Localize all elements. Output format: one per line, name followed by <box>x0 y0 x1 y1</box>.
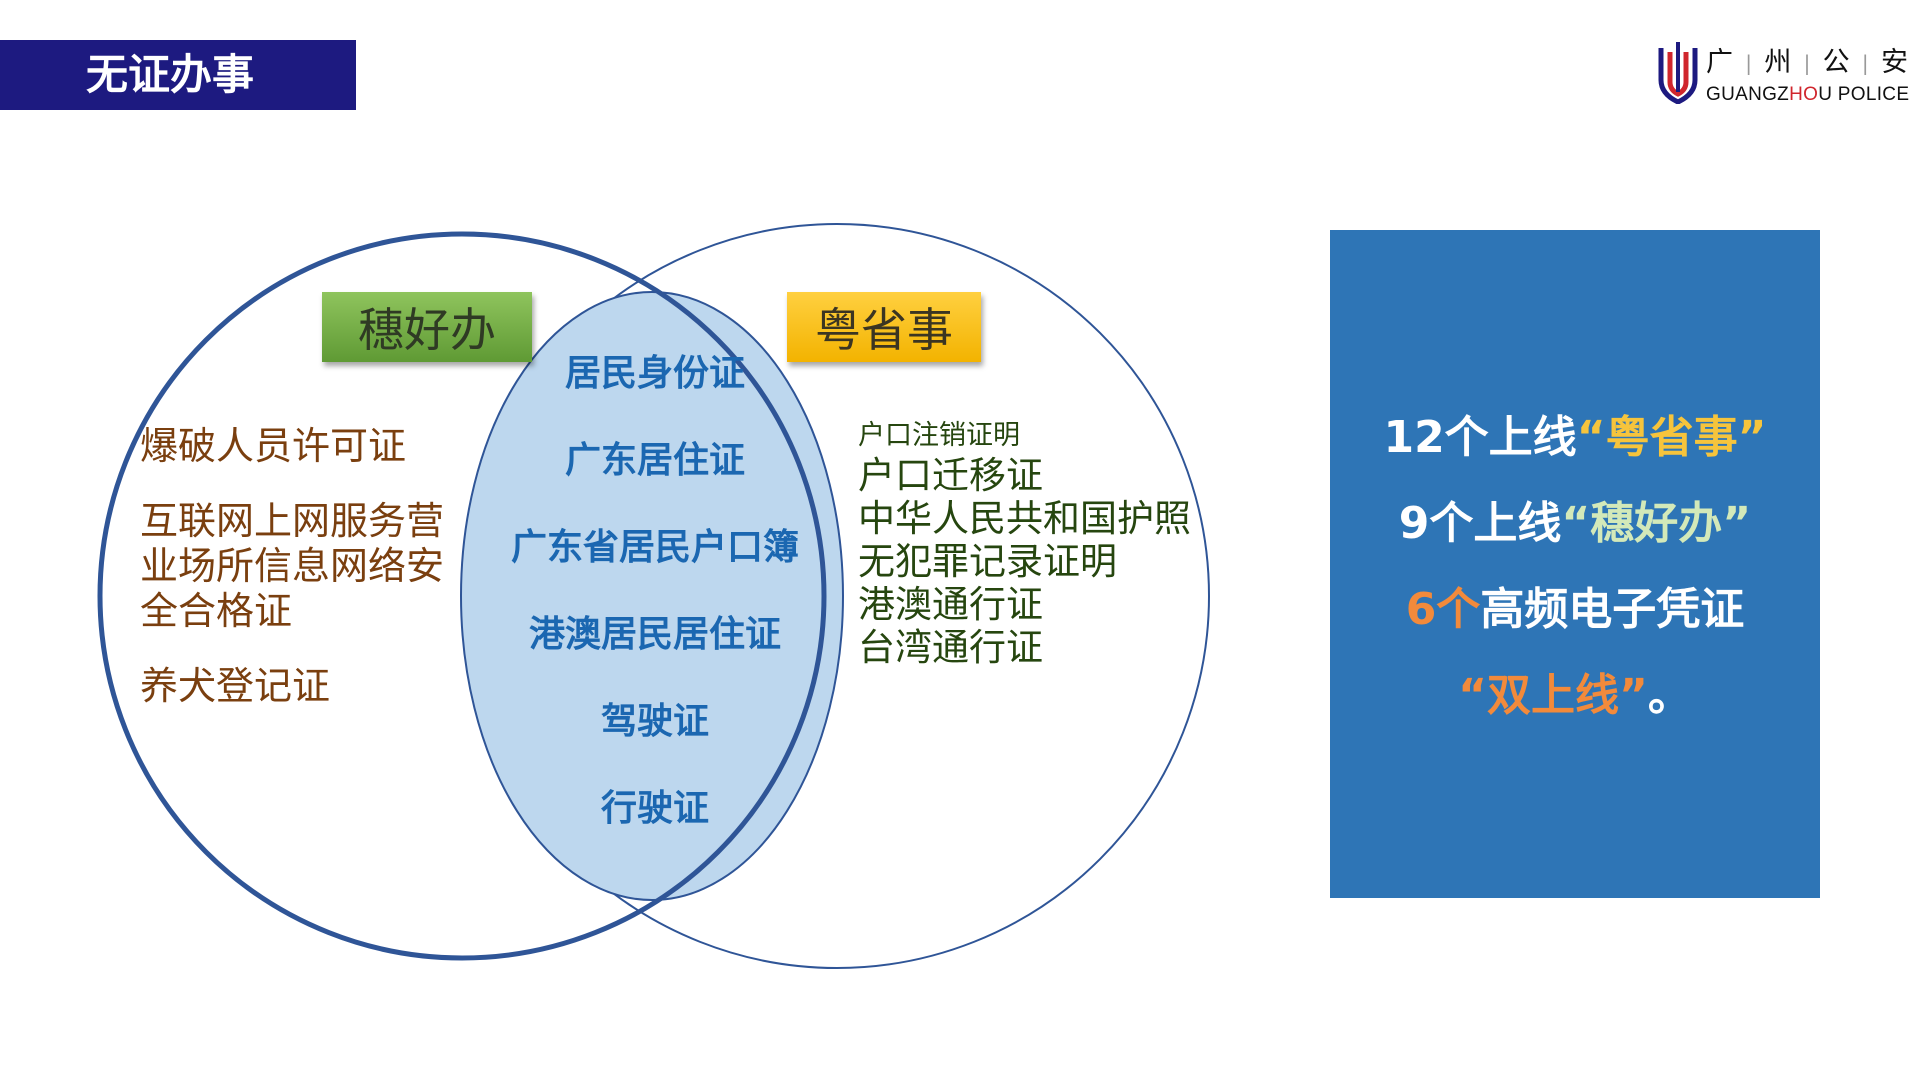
list-item: 全合格证 <box>140 589 293 633</box>
list-item: 业场所信息网络安 <box>140 544 445 588</box>
list-item: 爆破人员许可证 <box>140 424 407 468</box>
list-item: 广东居住证 <box>564 440 745 481</box>
overlap-ellipse <box>460 291 844 901</box>
summary-line-1: 12个上线“粤省事” <box>1330 408 1820 468</box>
summary-line-4: “双上线”。 <box>1330 666 1820 726</box>
logo-char: 公 <box>1822 47 1850 78</box>
list-item: 互联网上网服务营 <box>140 499 445 543</box>
right-only-list: 户口注销证明 户口迁移证 中华人民共和国护照 无犯罪记录证明 港澳通行证 台湾通… <box>858 418 1191 669</box>
list-item: 户口注销证明 <box>858 420 1020 451</box>
label-yueshengshi: 粤省事 <box>787 292 981 362</box>
list-item: 广东省居民户口簿 <box>510 527 799 568</box>
logo-chinese-text: 广 | 州 | 公 | 安 <box>1706 46 1908 80</box>
logo-en-suffix: U POLICE <box>1818 84 1910 105</box>
logo-english-text: GUANGZHOU POLICE <box>1706 84 1909 106</box>
logo-en-highlight: HO <box>1789 84 1819 105</box>
left-only-list: 爆破人员许可证 互联网上网服务营 业场所信息网络安 全合格证 养犬登记证 <box>140 424 444 709</box>
list-item: 户口迁移证 <box>858 454 1043 497</box>
page-title: 无证办事 <box>86 50 255 99</box>
summary-highlight: “双上线” <box>1458 670 1648 721</box>
logo-en-prefix: GUANGZ <box>1706 84 1790 105</box>
summary-line-2: 9个上线“穗好办” <box>1330 494 1820 554</box>
list-item: 养犬登记证 <box>140 664 331 708</box>
logo-char: 安 <box>1880 47 1908 78</box>
overlap-list: 居民身份证 广东居住证 广东省居民户口簿 港澳居民居住证 驾驶证 行驶证 <box>460 350 850 872</box>
guangzhou-police-logo: 广 | 州 | 公 | 安 GUANGZHOU POLICE <box>1658 40 1910 108</box>
summary-highlight: “穗好办” <box>1561 498 1752 549</box>
list-item: 驾驶证 <box>600 701 709 742</box>
title-bar: 无证办事 <box>0 40 356 110</box>
list-item: 居民身份证 <box>564 353 745 394</box>
list-item: 无犯罪记录证明 <box>858 540 1117 583</box>
summary-text: 。 <box>1647 670 1692 721</box>
summary-text: 12个上线 <box>1383 412 1577 463</box>
summary-text: 9个上线 <box>1398 498 1562 549</box>
logo-char: 广 <box>1706 47 1733 78</box>
summary-highlight: “粤省事” <box>1576 412 1767 463</box>
label-suihaoban: 穗好办 <box>322 292 532 362</box>
summary-text: 高频电子凭证 <box>1480 584 1745 635</box>
list-gap <box>140 469 444 499</box>
left-circle <box>97 231 827 961</box>
list-item: 中华人民共和国护照 <box>858 497 1191 540</box>
logo-char: 州 <box>1764 47 1792 78</box>
logo-separator: | <box>1803 51 1811 75</box>
list-gap <box>140 634 444 664</box>
list-item: 港澳居民居住证 <box>528 614 781 655</box>
summary-highlight: 6个 <box>1405 584 1481 635</box>
list-item: 行驶证 <box>600 788 709 829</box>
summary-line-3: 6个高频电子凭证 <box>1330 580 1820 640</box>
list-item: 台湾通行证 <box>858 626 1043 669</box>
logo-separator: | <box>1745 51 1753 75</box>
logo-separator: | <box>1861 51 1869 75</box>
summary-panel: 12个上线“粤省事” 9个上线“穗好办” 6个高频电子凭证 “双上线”。 <box>1330 230 1820 898</box>
list-item: 港澳通行证 <box>858 583 1043 626</box>
police-shield-icon <box>1658 42 1698 104</box>
